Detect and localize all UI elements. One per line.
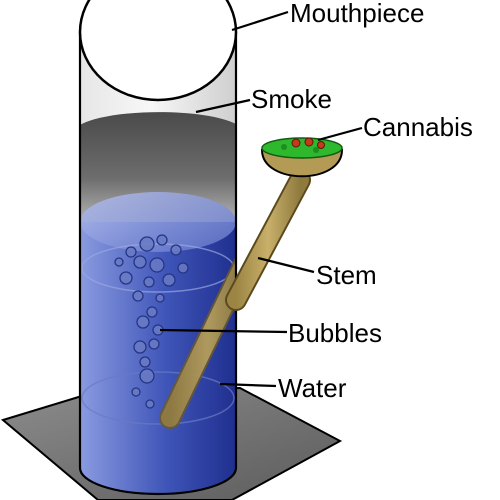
bubble: [119, 271, 133, 285]
bubble: [143, 276, 155, 288]
tube-mouth-rim: [78, 0, 238, 102]
bubble: [177, 262, 189, 274]
bubble: [139, 368, 155, 384]
bubble: [114, 257, 124, 267]
label-bubbles: Bubbles: [288, 318, 382, 348]
bubble: [133, 340, 147, 354]
label-cannabis: Cannabis: [363, 112, 473, 142]
leader-mouthpiece: [231, 10, 289, 32]
bubble: [156, 234, 168, 246]
bubble: [125, 246, 137, 258]
bubble: [139, 356, 151, 368]
bubble: [136, 315, 150, 329]
tube-bottom-edge: [78, 467, 238, 496]
bubble: [148, 338, 160, 350]
bubble: [145, 399, 155, 409]
bubble: [131, 387, 141, 397]
leader-water: [219, 382, 277, 388]
label-smoke: Smoke: [251, 84, 332, 114]
bubble: [139, 236, 155, 252]
cannabis-flowers: [281, 137, 325, 153]
water-ring-lower: [81, 371, 235, 425]
bubble: [170, 244, 182, 256]
bubble: [133, 255, 147, 269]
bubbles-group: [114, 234, 189, 409]
leader-smoke: [195, 98, 251, 114]
leader-cannabis: [317, 126, 363, 142]
bubble: [162, 273, 176, 287]
bubble: [155, 293, 165, 303]
leader-stem: [257, 256, 315, 274]
label-mouthpiece: Mouthpiece: [290, 0, 424, 28]
bowl-cannabis: [261, 137, 343, 159]
bubble: [149, 257, 165, 273]
label-water: Water: [278, 373, 347, 403]
bubble: [146, 306, 158, 318]
label-stem: Stem: [316, 260, 377, 290]
water-surface: [80, 192, 236, 252]
leader-bubbles: [159, 328, 288, 334]
bubble: [132, 290, 144, 302]
